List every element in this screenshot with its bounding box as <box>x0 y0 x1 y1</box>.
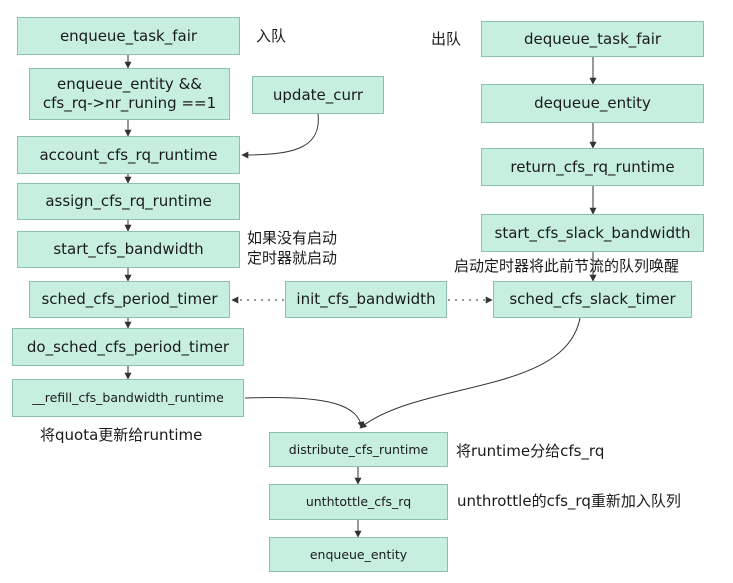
node-start-cfs-bandwidth: start_cfs_bandwidth <box>17 231 240 268</box>
node-enqueue-entity-condition: enqueue_entity && cfs_rq->nr_runing ==1 <box>29 68 230 120</box>
note-dequeue: 出队 <box>431 30 462 48</box>
arrow-slack-timer-to-distribute <box>359 317 581 429</box>
note-start-timer: 如果没有启动 定时器就启动 <box>247 229 337 268</box>
node-assign-cfs-rq-runtime: assign_cfs_rq_runtime <box>17 183 240 220</box>
node-label: dequeue_entity <box>534 94 651 113</box>
node-refill-cfs-bandwidth-runtime: __refill_cfs_bandwidth_runtime <box>12 379 244 417</box>
node-init-cfs-bandwidth: init_cfs_bandwidth <box>285 281 447 318</box>
node-label: do_sched_cfs_period_timer <box>26 337 230 356</box>
node-label: unthtottle_cfs_rq <box>305 494 412 510</box>
arrow-update-curr-to-account <box>241 113 319 159</box>
node-label-line-2: cfs_rq->nr_runing ==1 <box>42 94 217 112</box>
node-sched-cfs-period-timer: sched_cfs_period_timer <box>29 281 230 318</box>
node-do-sched-cfs-period-timer: do_sched_cfs_period_timer <box>12 328 244 366</box>
node-dequeue-task-fair: dequeue_task_fair <box>481 21 704 57</box>
node-label: enqueue_entity <box>309 546 408 562</box>
note-slack-timer: 启动定时器将此前节流的队列唤醒 <box>454 257 680 275</box>
node-label-line-1: enqueue_entity && <box>57 75 202 94</box>
node-label: init_cfs_bandwidth <box>296 290 436 309</box>
node-account-cfs-rq-runtime: account_cfs_rq_runtime <box>17 136 240 174</box>
note-distribute: 将runtime分给cfs_rq <box>456 442 605 460</box>
node-label: enqueue_task_fair <box>59 26 198 45</box>
node-distribute-cfs-runtime: distribute_cfs_runtime <box>269 432 448 467</box>
node-label: assign_cfs_rq_runtime <box>45 192 212 211</box>
node-unthtottle-cfs-rq: unthtottle_cfs_rq <box>269 484 448 520</box>
note-enqueue: 入队 <box>256 27 287 45</box>
node-enqueue-task-fair: enqueue_task_fair <box>17 17 240 55</box>
node-return-cfs-rq-runtime: return_cfs_rq_runtime <box>481 148 704 186</box>
node-start-cfs-slack-bandwidth: start_cfs_slack_bandwidth <box>481 214 704 252</box>
arrow-refill-to-distribute <box>244 397 365 429</box>
node-label: sched_cfs_period_timer <box>41 290 218 309</box>
node-dequeue-entity: dequeue_entity <box>481 84 704 123</box>
note-refill: 将quota更新给runtime <box>40 426 203 444</box>
node-enqueue-entity-final: enqueue_entity <box>269 537 448 572</box>
note-unthrottle: unthrottle的cfs_rq重新加入队列 <box>457 492 681 510</box>
node-sched-cfs-slack-timer: sched_cfs_slack_timer <box>493 281 692 318</box>
note-line-2: 定时器就启动 <box>247 248 338 267</box>
node-label: account_cfs_rq_runtime <box>39 145 218 164</box>
node-label: sched_cfs_slack_timer <box>509 290 676 309</box>
node-label: start_cfs_bandwidth <box>53 240 204 259</box>
node-label: __refill_cfs_bandwidth_runtime <box>32 390 224 406</box>
node-update-curr: update_curr <box>252 76 384 114</box>
node-label: start_cfs_slack_bandwidth <box>494 223 691 242</box>
node-label: distribute_cfs_runtime <box>288 441 429 457</box>
note-line-1: 如果没有启动 <box>247 229 338 247</box>
node-label: dequeue_task_fair <box>523 29 662 48</box>
node-label: update_curr <box>272 85 364 104</box>
node-label: return_cfs_rq_runtime <box>510 157 675 176</box>
